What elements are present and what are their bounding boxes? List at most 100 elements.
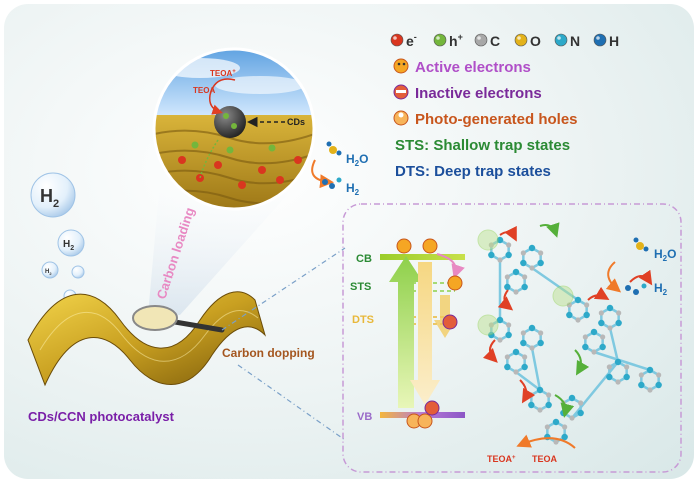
carbon-atom	[578, 400, 584, 406]
nitrogen-atom	[521, 363, 528, 371]
nitrogen-atom	[614, 358, 622, 366]
nitrogen-atom	[655, 381, 662, 389]
cb-band	[380, 254, 465, 260]
carbon-atom	[624, 364, 630, 370]
legend-inactive-electrons-text: Inactive electrons	[415, 85, 542, 102]
nitrogen-atom	[536, 386, 544, 394]
carbon-atom	[504, 354, 510, 360]
background-panel	[4, 4, 694, 479]
band-diagram	[380, 238, 465, 429]
carbon-atom	[513, 289, 519, 295]
nitrogen-atom	[574, 296, 582, 304]
nitrogen-atom	[537, 259, 544, 267]
legend-active-electrons	[393, 58, 409, 74]
nitrogen-atom	[528, 244, 536, 252]
carbon-atom	[522, 354, 528, 360]
carbon-atom	[513, 369, 519, 375]
carbon-atom	[488, 322, 494, 328]
legend-atom-label: C	[490, 33, 500, 49]
legend-atom-label: H	[609, 33, 619, 49]
right-product-molecules	[605, 237, 649, 295]
legend-atom-label: O	[530, 33, 541, 49]
dts-electron	[442, 314, 458, 330]
legend-atom-o: O	[514, 33, 541, 49]
carbon-atom	[656, 372, 662, 378]
nitrogen-atom	[599, 343, 606, 351]
carbon-atom	[638, 372, 644, 378]
hole-icon	[393, 110, 409, 126]
legend-atom-c: C	[474, 33, 500, 49]
carbon-atom	[504, 274, 510, 280]
carbon-atom	[497, 337, 503, 343]
bridge-bond	[515, 371, 541, 391]
structure-arrows	[482, 222, 653, 418]
bubble-large-label: H2	[40, 186, 59, 210]
bottom-teoa: TEOA	[532, 454, 558, 464]
recombination-arrow-1	[410, 262, 440, 405]
legend-atom-label: h+	[449, 32, 463, 49]
dopant-site-highlight	[477, 229, 499, 251]
carbon-atom	[506, 322, 512, 328]
bubble-small-2	[71, 265, 85, 279]
nitrogen-atom	[552, 418, 560, 426]
nitrogen-atom	[606, 304, 614, 312]
carbon-atom	[520, 250, 526, 256]
carbon-atom	[528, 392, 534, 398]
excitation-arrow	[389, 256, 423, 408]
legend-photo-holes	[393, 110, 409, 126]
nitrogen-atom	[521, 283, 528, 291]
legend-atom-label: e-	[406, 32, 417, 49]
legend-atom-h: H	[593, 33, 619, 49]
nitrogen-atom	[646, 366, 654, 374]
nitrogen-atom	[504, 363, 511, 371]
bridge-bond	[608, 327, 620, 363]
carbon-atom	[591, 349, 597, 355]
nitrogen-atom	[528, 401, 535, 409]
carbon-atom	[488, 242, 494, 248]
inset-electrons	[178, 141, 302, 189]
bridge-bond	[593, 350, 651, 372]
legend-active-electrons-text: Active electrons	[415, 59, 531, 76]
carbon-atom	[615, 379, 621, 385]
bridge-bond	[531, 266, 579, 302]
nitrogen-atom	[583, 311, 590, 319]
nitrogen-atom	[568, 394, 576, 402]
nitrogen-atom	[545, 401, 552, 409]
teoa-cycle-arrow	[208, 78, 236, 115]
cb-label: CB	[356, 253, 372, 265]
carbon-atom	[544, 424, 550, 430]
bubble-large	[30, 172, 76, 218]
inset-teoa-plus: TEOA+	[210, 69, 236, 78]
nitrogen-atom	[638, 381, 645, 389]
carbon-atom	[538, 250, 544, 256]
connector-top	[221, 247, 346, 331]
catalyst-label: CDs/CCN photocatalyst	[28, 409, 175, 424]
nitrogen-atom	[520, 339, 527, 347]
nitrogen-atom	[505, 331, 512, 339]
carbon-atom	[566, 302, 572, 308]
bottom-teoa-arrow	[516, 434, 576, 449]
carbon-atom	[600, 334, 606, 340]
light-beam	[148, 175, 305, 315]
carbon-atom	[562, 424, 568, 430]
sts-band-label: STS	[350, 281, 371, 293]
nitrogen-atom	[598, 319, 605, 327]
carbon-atom	[598, 310, 604, 316]
nitrogen-atom	[496, 316, 504, 324]
nitrogen-atom	[520, 259, 527, 267]
nitrogen-atom	[505, 251, 512, 259]
carbon-atom	[546, 392, 552, 398]
vb-label: VB	[357, 411, 372, 423]
right-h2-label: H2	[654, 281, 668, 297]
nitrogen-atom	[504, 283, 511, 291]
legend-atom-n: N	[554, 33, 580, 49]
h2-bubbles	[30, 172, 85, 303]
nitrogen-atom	[488, 251, 495, 259]
carbon-atom	[537, 407, 543, 413]
carbon-atom	[497, 257, 503, 263]
bridge-bond	[530, 347, 542, 391]
dts-band-label: DTS	[352, 314, 374, 326]
active-electron-icon	[393, 58, 409, 74]
nitrogen-atom	[537, 339, 544, 347]
